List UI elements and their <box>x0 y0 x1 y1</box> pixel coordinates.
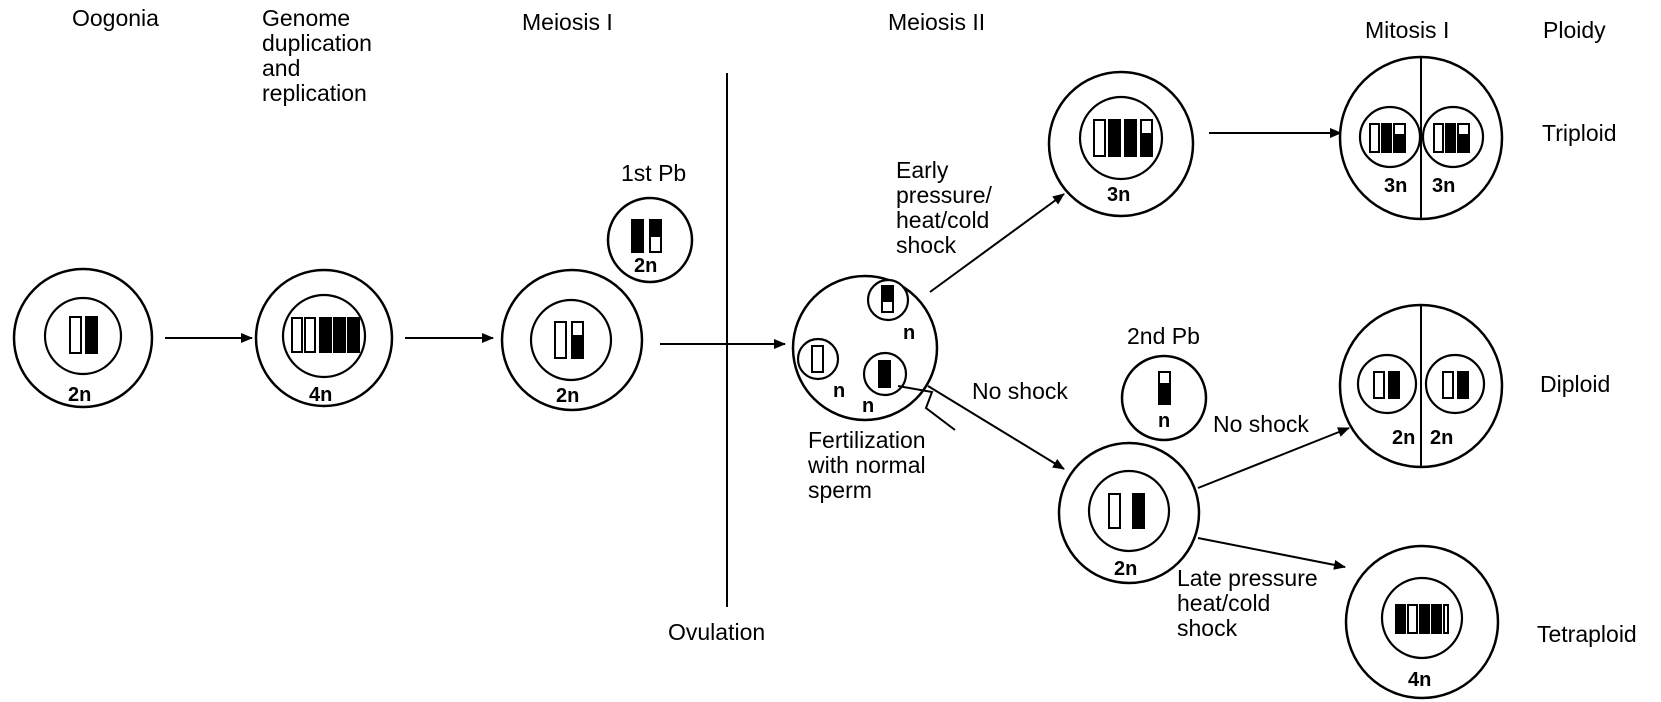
early-shock-line-3: heat/cold <box>896 207 989 233</box>
triploid-left-ploidy: 3n <box>1384 175 1407 197</box>
diploid-right-ploidy: 2n <box>1430 427 1453 449</box>
no-shock-label-2: No shock <box>1213 411 1309 437</box>
stage-label-mitosis-1: Mitosis I <box>1365 17 1449 43</box>
stage-label-genome-1: Genome <box>262 5 350 31</box>
second-polar-body: 2nd Pb n <box>1120 323 1208 442</box>
diploid-zygote-ploidy: 2n <box>1114 558 1137 580</box>
arrow-diploid-to-tetraploid <box>1197 537 1346 570</box>
stage-label-meiosis-2: Meiosis II <box>888 9 985 35</box>
oogonia-ploidy: 2n <box>68 384 91 406</box>
late-shock-line-1: Late pressure <box>1177 565 1318 591</box>
second-pb-ploidy: n <box>1158 410 1170 432</box>
diploid-zygote-cell: 2n <box>1057 441 1201 585</box>
stage-label-oogonia: Oogonia <box>72 5 159 31</box>
tetraploid-ploidy: 4n <box>1408 669 1431 691</box>
second-pb-label: 2nd Pb <box>1127 323 1200 349</box>
tetraploid-cell: 4n <box>1344 544 1500 700</box>
arrow-diploid-to-mitosis <box>1197 427 1350 489</box>
ploidy-tetraploid: Tetraploid <box>1537 621 1637 647</box>
first-pb-label: 1st Pb <box>621 160 686 186</box>
ploidy-triploid: Triploid <box>1542 120 1617 146</box>
meiosis1-cell: 2n <box>500 268 644 412</box>
stage-label-genome-3: and <box>262 55 300 81</box>
early-shock-line-4: shock <box>896 232 957 258</box>
egg-haploid-1: n <box>903 322 915 344</box>
meiosis1-ploidy: 2n <box>556 385 579 407</box>
arrow-egg-to-triploid <box>929 193 1065 293</box>
fertilized-egg-cell: n n n <box>791 274 939 422</box>
egg-haploid-2: n <box>833 380 845 402</box>
stage-label-ploidy: Ploidy <box>1543 17 1606 43</box>
early-shock-line-2: pressure/ <box>896 182 992 208</box>
triploid-zygote-cell: 3n <box>1047 70 1195 218</box>
egg-haploid-3: n <box>862 395 874 417</box>
genome-dup-cell: 4n <box>254 268 394 408</box>
stage-label-genome-4: replication <box>262 80 367 106</box>
genome-dup-ploidy: 4n <box>309 384 332 406</box>
diploid-mitosis-cell: 2n 2n <box>1338 303 1504 469</box>
stage-label-genome-2: duplication <box>262 30 372 56</box>
first-pb-ploidy: 2n <box>634 255 657 277</box>
oogonia-cell: 2n <box>12 267 154 409</box>
triploid-zygote-ploidy: 3n <box>1107 184 1130 206</box>
triploid-right-ploidy: 3n <box>1432 175 1455 197</box>
late-shock-line-3: shock <box>1177 615 1238 641</box>
first-polar-body: 1st Pb 2n <box>606 160 694 284</box>
late-shock-line-2: heat/cold <box>1177 590 1270 616</box>
triploid-mitosis-cell: 3n 3n <box>1338 55 1504 221</box>
arrow-egg-to-diploid <box>927 385 1065 470</box>
stage-label-meiosis-1: Meiosis I <box>522 9 613 35</box>
fertilization-line-3: sperm <box>808 477 872 503</box>
sperm-tail <box>897 385 956 431</box>
fertilization-line-2: with normal <box>807 452 926 478</box>
no-shock-label-1: No shock <box>972 378 1068 404</box>
ploidy-diploid: Diploid <box>1540 371 1610 397</box>
early-shock-line-1: Early <box>896 157 949 183</box>
diploid-left-ploidy: 2n <box>1392 427 1415 449</box>
ovulation-label: Ovulation <box>668 619 765 645</box>
fertilization-line-1: Fertilization <box>808 427 926 453</box>
